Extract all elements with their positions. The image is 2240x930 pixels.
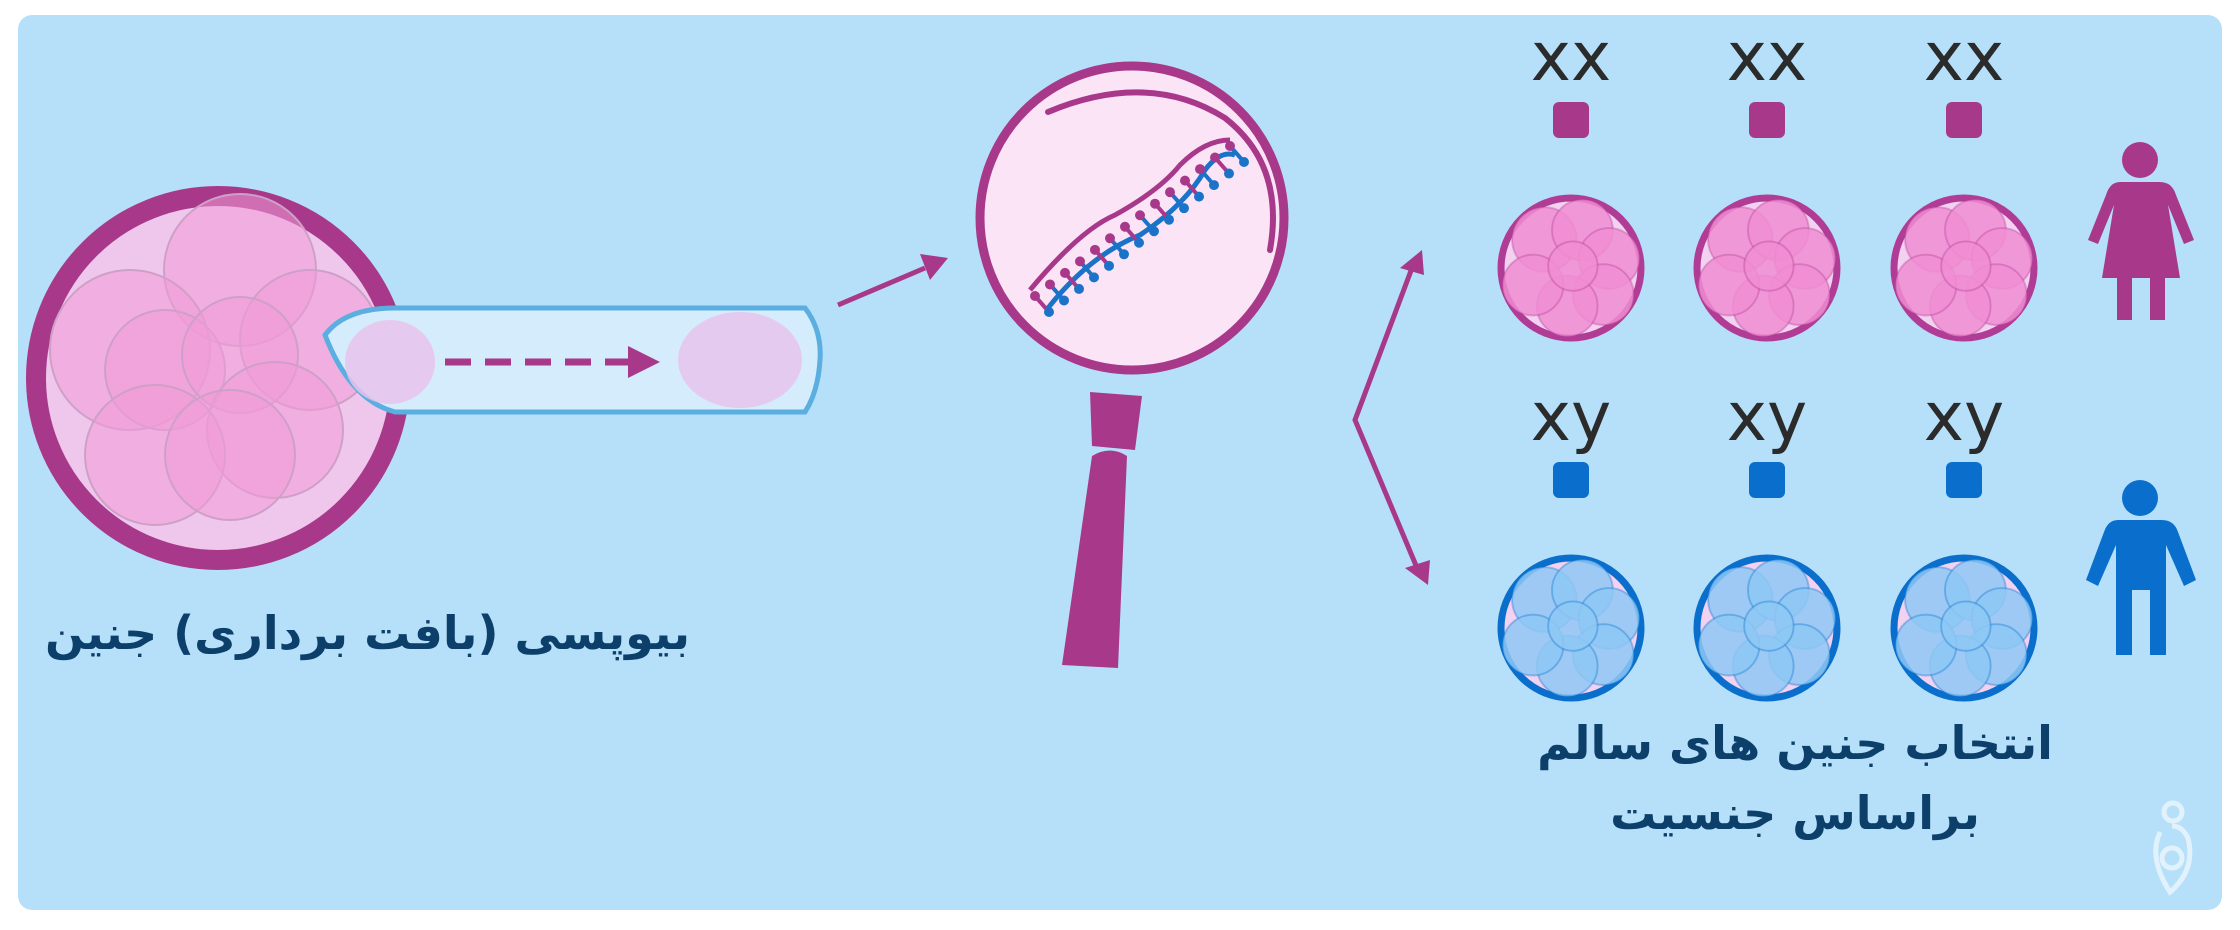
selection-caption-line1: انتخاب جنین های سالم [1470, 708, 2120, 778]
male-marker-square [1553, 462, 1589, 498]
male-chromosome-label: xy [1531, 378, 1611, 457]
male-embryo-icon [1501, 558, 1641, 698]
female-embryo-icon [1894, 198, 2034, 338]
male-marker-square [1946, 462, 1982, 498]
female-chromosome-label: xx [1924, 18, 2004, 97]
male-embryo-icon [1894, 558, 2034, 698]
male-chromosome-label: xy [1924, 378, 2004, 457]
selection-caption-line2: براساس جنسیت [1470, 778, 2120, 848]
selection-caption: انتخاب جنین های سالم براساس جنسیت [1470, 708, 2120, 848]
female-marker-square [1946, 102, 1982, 138]
female-embryo-icon [1697, 198, 1837, 338]
male-marker-square [1749, 462, 1785, 498]
biopsy-pipette-icon [325, 308, 820, 412]
female-chromosome-label: xx [1727, 18, 1807, 97]
female-marker-square [1749, 102, 1785, 138]
female-chromosome-label: xx [1531, 18, 1611, 97]
female-embryo-icon [1501, 198, 1641, 338]
male-embryo-icon [1697, 558, 1837, 698]
male-chromosome-label: xy [1727, 378, 1807, 457]
female-marker-square [1553, 102, 1589, 138]
biopsy-caption: بیوپسی (بافت برداری) جنین [60, 600, 690, 666]
